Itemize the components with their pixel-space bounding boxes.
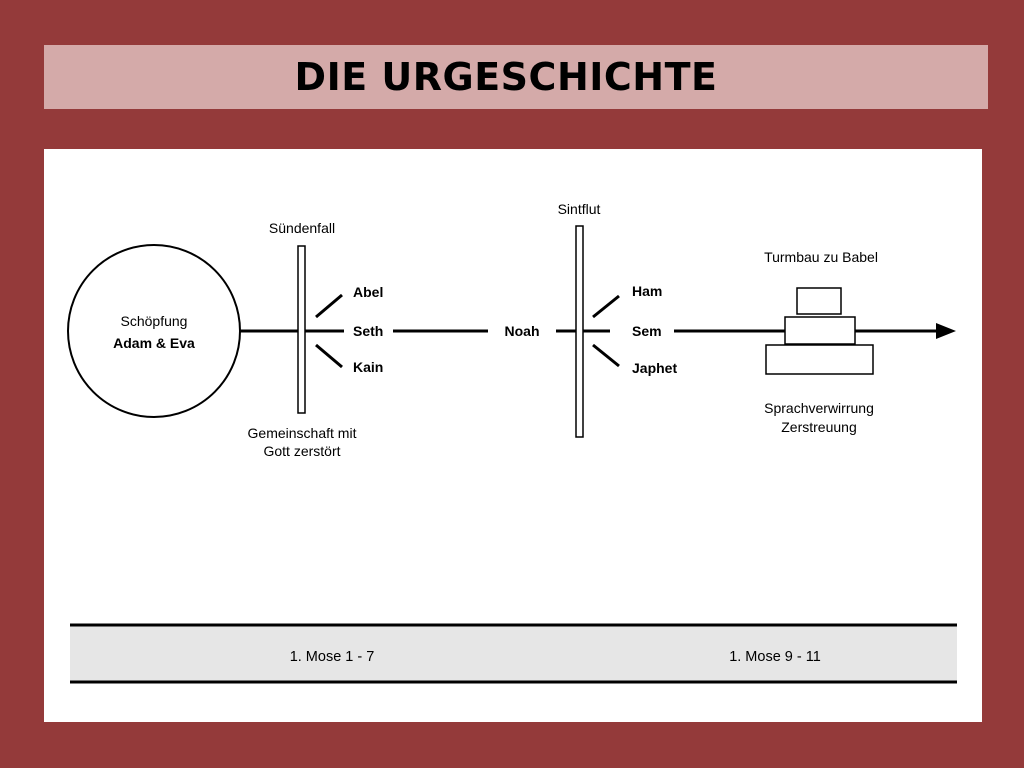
- son-ham: Ham: [632, 283, 662, 299]
- babel-caption-line2: Zerstreuung: [781, 419, 856, 435]
- fall-bar: [297, 245, 306, 414]
- babel-caption-line1: Sprachverwirrung: [764, 400, 874, 416]
- branch-japhet: [592, 343, 620, 368]
- son-japhet: Japhet: [632, 360, 677, 376]
- creation-persons: Adam & Eva: [113, 335, 195, 351]
- son-abel: Abel: [353, 284, 383, 300]
- branch-abel: [315, 293, 343, 319]
- reference-band: [70, 625, 957, 682]
- tower-top: [796, 287, 842, 315]
- noah-label: Noah: [505, 323, 540, 339]
- branch-kain: [315, 343, 343, 369]
- title-bar: DIE URGESCHICHTE: [44, 45, 988, 109]
- fall-caption-line2: Gott zerstört: [263, 443, 340, 459]
- flood-label: Sintflut: [558, 201, 601, 217]
- diagram-panel: Schöpfung Adam & Eva Sündenfall Gemeinsc…: [44, 149, 982, 722]
- flood-bar: [575, 225, 584, 438]
- fall-label: Sündenfall: [269, 220, 335, 236]
- timeline-arrow-head: [936, 323, 956, 339]
- tower-middle: [784, 316, 856, 345]
- fall-caption-line1: Gemeinschaft mit: [248, 425, 357, 441]
- reference-right: 1. Mose 9 - 11: [729, 649, 821, 665]
- branch-ham: [592, 294, 620, 319]
- son-sem: Sem: [632, 323, 662, 339]
- tower-base: [765, 344, 874, 375]
- reference-left: 1. Mose 1 - 7: [290, 649, 375, 665]
- creation-label: Schöpfung: [121, 313, 188, 329]
- son-kain: Kain: [353, 359, 383, 375]
- son-seth: Seth: [353, 323, 383, 339]
- creation-circle: [67, 244, 241, 418]
- slide-title: DIE URGESCHICHTE: [294, 55, 718, 99]
- timeline-diagram: Schöpfung Adam & Eva Sündenfall Gemeinsc…: [67, 201, 957, 684]
- babel-label: Turmbau zu Babel: [764, 249, 878, 265]
